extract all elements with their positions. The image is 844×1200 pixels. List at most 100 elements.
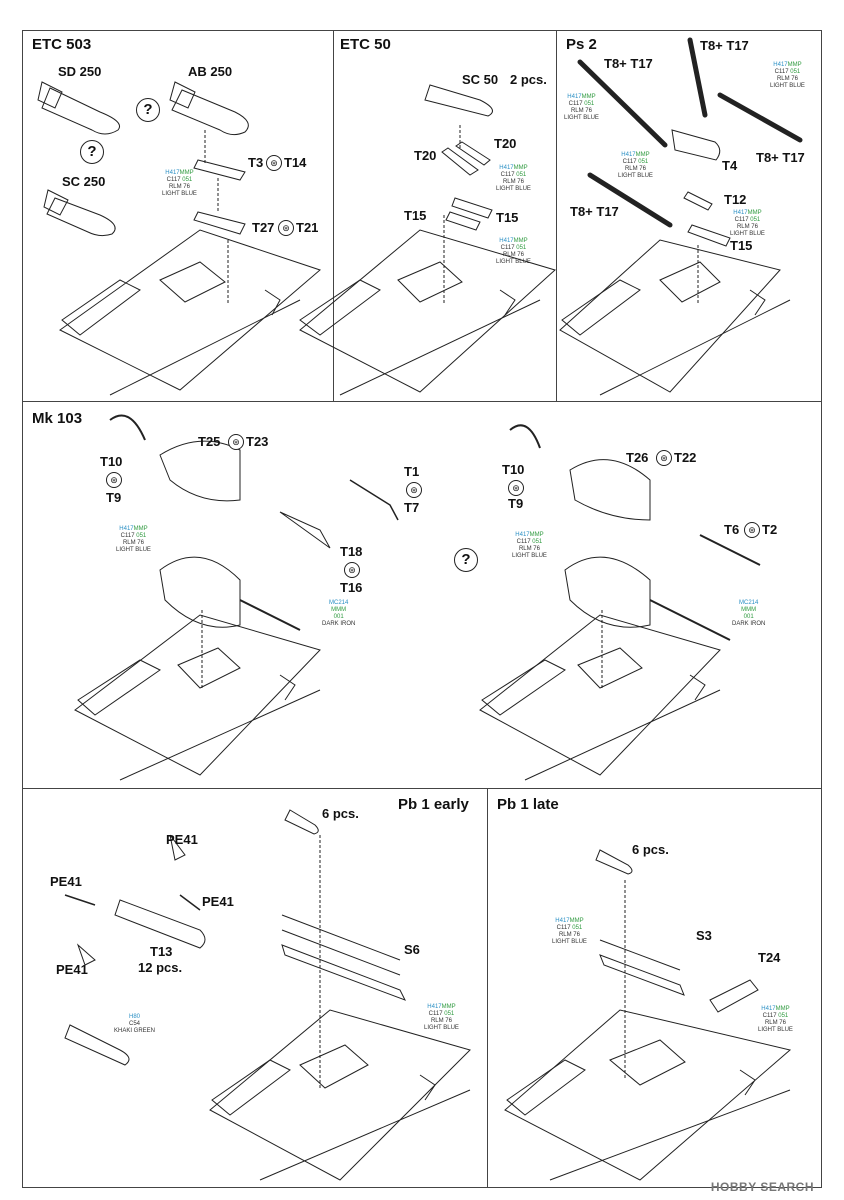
paint-code: H417MMP C117 051 RLM 76 LIGHT BLUE [730, 210, 765, 237]
label-pe41: PE41 [166, 832, 198, 847]
label-t20: T20 [494, 136, 517, 151]
label-t8-t17: T8+ T17 [700, 38, 749, 53]
label-t16: T16 [340, 580, 363, 595]
gun-pod-left [159, 556, 241, 628]
bomb-pb1early-top [284, 809, 319, 835]
title-etc503: ETC 503 [32, 36, 92, 53]
paint-code: H417MMP C117 051 RLM 76 LIGHT BLUE [758, 1006, 793, 1033]
part-t27 [193, 211, 246, 235]
label-t18: T18 [340, 544, 363, 559]
paint-code: H417MMP C117 051 RLM 76 LIGHT BLUE [496, 165, 531, 192]
label-s6: S6 [404, 942, 420, 957]
label-6pcs: 6 pcs. [632, 842, 669, 857]
wing-mk103-left [74, 610, 321, 781]
paint-code: H417MMP C117 051 RLM 76 LIGHT BLUE [162, 170, 197, 197]
step-icon: ⊛ [228, 434, 244, 450]
part-pe41-a [169, 834, 186, 861]
bomb-sd250 [37, 81, 120, 135]
label-t22: T22 [674, 450, 697, 465]
panel-pb1late [487, 788, 822, 1188]
paint-code: MC214 MMM 001 DARK IRON [322, 600, 356, 627]
label-t7: T7 [404, 500, 420, 515]
label-t10: T10 [502, 462, 525, 477]
paint-code: H417MMP C117 051 RLM 76 LIGHT BLUE [770, 62, 805, 89]
bomb-t13 [114, 899, 206, 949]
part-t20a [441, 147, 479, 176]
label-pe41: PE41 [202, 894, 234, 909]
part-t8-d [587, 172, 673, 228]
label-t23: T23 [246, 434, 269, 449]
label-t8-t17: T8+ T17 [570, 204, 619, 219]
part-pe41-b [64, 894, 96, 906]
label-t2: T2 [762, 522, 778, 537]
wing-etc50 [299, 215, 556, 396]
question-icon: ? [454, 548, 478, 572]
watermark: HOBBY SEARCH [710, 1180, 814, 1194]
part-t12 [683, 191, 713, 211]
part-t1 [349, 479, 399, 521]
paint-code: H417MMP C117 051 RLM 76 LIGHT BLUE [496, 238, 531, 265]
label-pe41: PE41 [50, 874, 82, 889]
label-t25: T25 [198, 434, 221, 449]
label-ab250: AB 250 [188, 64, 233, 79]
label-t24: T24 [758, 950, 781, 965]
paint-code: H417MMP C117 051 RLM 76 LIGHT BLUE [552, 918, 587, 945]
label-6pcs: 6 pcs. [322, 806, 359, 821]
paint-code: H417MMP C117 051 RLM 76 LIGHT BLUE [618, 152, 653, 179]
label-t13: T13 [150, 944, 173, 959]
step-icon: ⊛ [744, 522, 760, 538]
paint-code: H417MMP C117 051 RLM 76 LIGHT BLUE [564, 94, 599, 121]
step-icon: ⊛ [278, 220, 294, 236]
label-t15: T15 [496, 210, 519, 225]
label-sc50: SC 50 [462, 72, 499, 87]
title-ps2: Ps 2 [566, 36, 597, 53]
part-t10-left [109, 414, 146, 441]
title-etc50: ETC 50 [340, 36, 391, 53]
part-s3 [599, 954, 685, 996]
label-t12: T12 [724, 192, 747, 207]
label-t14: T14 [284, 155, 307, 170]
paint-code: H80 C54 KHAKI GREEN [114, 1014, 156, 1034]
part-t8-c [717, 92, 803, 143]
gun-pod-right [564, 556, 651, 628]
label-t15: T15 [730, 238, 753, 253]
label-t6: T6 [724, 522, 740, 537]
step-icon: ⊛ [344, 562, 360, 578]
part-t18 [279, 511, 331, 549]
label-t3: T3 [248, 155, 264, 170]
label-sd250: SD 250 [58, 64, 102, 79]
part-s6 [281, 944, 407, 1001]
bomb-sc50 [424, 84, 493, 117]
part-t20b [455, 141, 491, 166]
label-t9: T9 [106, 490, 122, 505]
label-t10: T10 [100, 454, 123, 469]
part-pe41-c [179, 894, 201, 911]
part-t15-ps2 [687, 224, 731, 247]
part-t15a [445, 211, 481, 231]
part-t3 [193, 159, 246, 181]
bomb-pb1late-top [595, 849, 633, 875]
part-t26 [569, 459, 651, 521]
bomb-ab250 [169, 81, 249, 136]
part-t8-b [687, 37, 708, 118]
step-icon: ⊛ [508, 480, 524, 496]
part-t15b [451, 197, 493, 219]
part-t4 [671, 129, 721, 161]
label-t15: T15 [404, 208, 427, 223]
part-t6 [699, 534, 761, 566]
paint-code: H417MMP C117 051 RLM 76 LIGHT BLUE [116, 526, 151, 553]
label-t8-t17: T8+ T17 [604, 56, 653, 71]
wing-pb1late [504, 1009, 792, 1181]
part-t10-right [509, 424, 541, 449]
step-icon: ⊛ [266, 155, 282, 171]
label-t4: T4 [722, 158, 738, 173]
paint-code: MC214 MMM 001 DARK IRON [732, 600, 766, 627]
label-t9: T9 [508, 496, 524, 511]
question-icon: ? [136, 98, 160, 122]
bomb-sc250 [43, 189, 116, 237]
title-pb1early: Pb 1 early [398, 796, 469, 813]
bomb-khaki [64, 1024, 130, 1066]
paint-code: H417MMP C117 051 RLM 76 LIGHT BLUE [512, 532, 547, 559]
